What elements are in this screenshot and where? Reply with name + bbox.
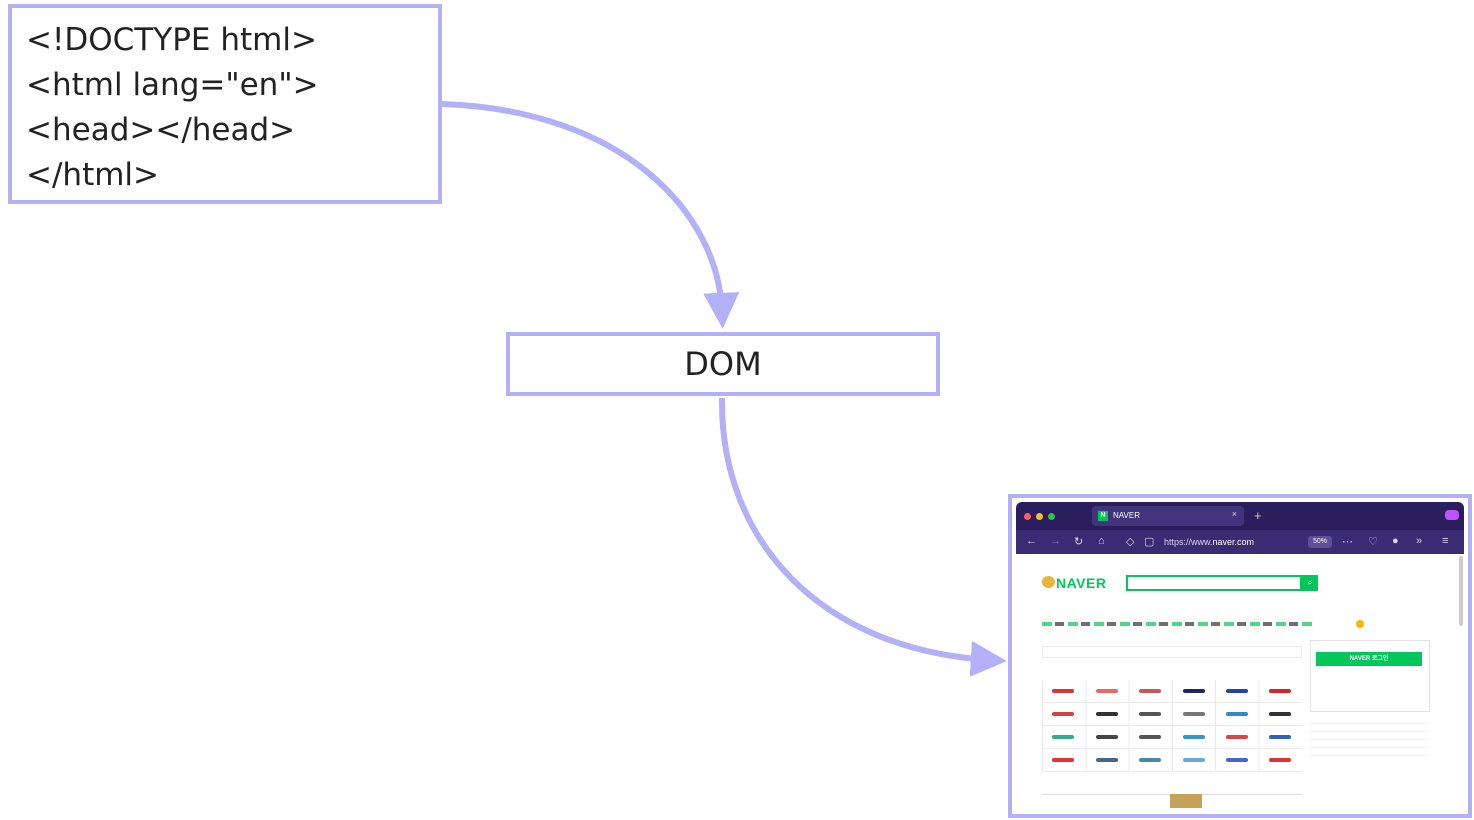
press-logo [1052,712,1074,716]
naver-search-input [1126,575,1302,591]
press-logo [1139,735,1161,739]
press-logo [1139,712,1161,716]
pocket-icon: ♡ [1368,536,1378,548]
naver-page: NAVER ⌕ [1016,554,1464,810]
url-prefix: https://www. [1164,537,1213,547]
press-logo [1269,712,1291,716]
code-line-html-close: </html> [26,157,160,193]
press-logo [1183,689,1205,693]
url-bar: https://www.naver.com [1164,537,1254,547]
press-logo [1226,712,1248,716]
naver-login-button: NAVER 로그인 [1316,652,1422,666]
menu-icon: ≡ [1442,535,1449,547]
press-logo [1226,689,1248,693]
browser-window: N NAVER × + ← → ↻ ⌂ ◇ ▢ https://www.nave… [1016,502,1464,810]
press-logo [1226,758,1248,762]
press-logo [1226,735,1248,739]
browser-tab: N NAVER × [1092,506,1244,526]
press-logo [1052,735,1074,739]
shield-icon: ◇ [1126,536,1135,548]
tab-title: NAVER [1113,511,1140,520]
maximize-dot-icon [1048,513,1055,520]
press-logo-grid [1042,680,1302,772]
press-logo [1269,758,1291,762]
home-icon: ⌂ [1098,535,1105,547]
press-logo [1052,758,1074,762]
shopping-panel [1310,716,1428,756]
naver-favicon-icon: N [1098,511,1108,521]
tab-close-icon: × [1231,509,1237,519]
search-icon: ⌕ [1302,575,1318,591]
code-line-head: <head></head> [26,112,296,148]
press-logo [1096,689,1118,693]
back-icon: ← [1026,535,1037,547]
arrow-dom-to-browser [718,397,1007,677]
reload-icon: ↻ [1074,536,1084,548]
lock-icon: ▢ [1144,536,1155,548]
bee-logo-icon [1042,576,1055,588]
press-logo [1096,758,1118,762]
code-line-html-open: <html lang="en"> [26,67,319,103]
service-menu [1042,622,1312,626]
press-logo [1139,758,1161,762]
login-panel [1310,640,1430,712]
press-logo [1183,712,1205,716]
arrow-code-to-dom [441,101,740,329]
naver-logo: NAVER [1056,575,1107,591]
html-source-box: <!DOCTYPE html> <html lang="en"> <head><… [8,4,442,204]
new-tab-icon: + [1254,508,1262,523]
press-logo [1139,689,1161,693]
forward-icon: → [1050,535,1061,547]
code-line-doctype: <!DOCTYPE html> [26,22,317,58]
browser-screenshot: N NAVER × + ← → ↻ ⌂ ◇ ▢ https://www.nave… [1008,494,1472,818]
more-icon: ⋯ [1342,536,1353,548]
private-mask-icon [1445,510,1459,520]
extensions-icon: » [1416,535,1423,547]
close-dot-icon [1024,513,1031,520]
press-logo [1269,735,1291,739]
browser-titlebar: N NAVER × + [1016,502,1464,530]
press-logo [1183,735,1205,739]
minimize-dot-icon [1036,513,1043,520]
zoom-level: 50% [1308,536,1332,548]
news-ticker [1042,646,1302,658]
press-logo [1183,758,1205,762]
press-logo [1096,735,1118,739]
weather-icon [1356,620,1364,628]
page-scrollbar [1459,556,1463,626]
browser-navbar: ← → ↻ ⌂ ◇ ▢ https://www.naver.com 50% ⋯ … [1016,530,1464,554]
dom-label: DOM [684,345,762,383]
dom-box: DOM [506,332,940,396]
press-logo [1052,689,1074,693]
press-logo [1269,689,1291,693]
theme-tab-active [1170,794,1202,808]
url-domain: naver.com [1212,537,1255,547]
press-logo [1096,712,1118,716]
profile-icon: ● [1392,535,1399,547]
